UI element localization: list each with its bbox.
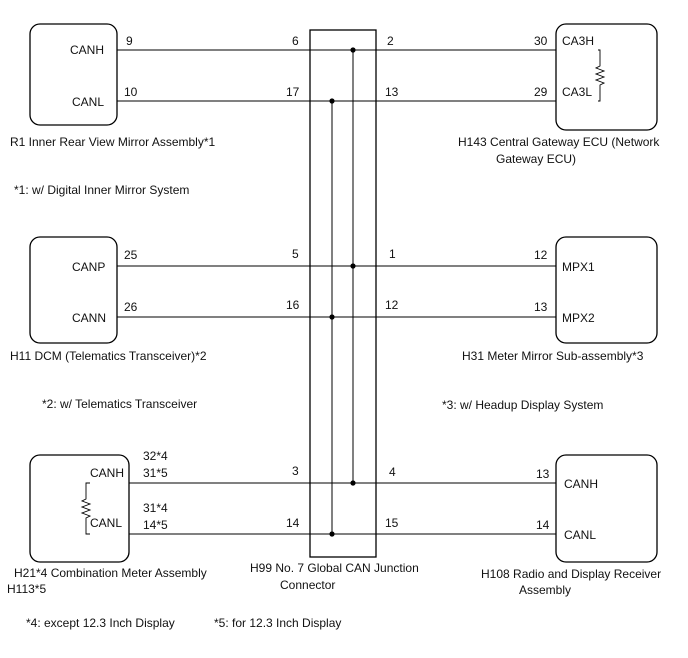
h99-pin-left: 5 — [292, 247, 299, 261]
h99-pin-right: 13 — [385, 85, 399, 99]
splice-dot — [350, 47, 356, 53]
h99-title-line2: Connector — [280, 578, 335, 592]
h21-num-b2: 14*5 — [143, 518, 168, 532]
splice-dot — [350, 263, 356, 269]
h21-num-b1: 31*4 — [143, 501, 168, 515]
note-2: *2: w/ Telematics Transceiver — [42, 397, 197, 411]
h99-pin-right: 2 — [387, 34, 394, 48]
r1-title: R1 Inner Rear View Mirror Assembly*1 — [10, 135, 216, 149]
h99-pin-left: 16 — [286, 298, 300, 312]
h108-pin-canl: CANL — [564, 528, 596, 542]
h99-pin-right: 4 — [389, 465, 396, 479]
h99-pin-right: 12 — [385, 298, 399, 312]
h21-termination-resistor — [80, 482, 92, 535]
h11-title: H11 DCM (Telematics Transceiver)*2 — [10, 349, 207, 363]
h143-pin-ca3l: CA3L — [562, 85, 592, 99]
h99-pin-left: 6 — [292, 34, 299, 48]
h11-pin-cann: CANN — [72, 311, 106, 325]
note-1: *1: w/ Digital Inner Mirror System — [14, 183, 189, 197]
h21-pin-canl: CANL — [90, 516, 122, 530]
splice-dot — [329, 98, 335, 104]
r1-num-9: 9 — [126, 34, 133, 48]
h99-pin-left: 17 — [286, 85, 300, 99]
h99-pin-left: 3 — [292, 464, 299, 478]
h31-pin-mpx2: MPX2 — [562, 311, 595, 325]
h108-pin-canh: CANH — [564, 477, 598, 491]
h11-num-25: 25 — [124, 248, 138, 262]
h21-num-a1: 32*4 — [143, 449, 168, 463]
h11-box — [29, 236, 118, 344]
h99-pin-left: 14 — [286, 516, 300, 530]
r1-pin-canh: CANH — [70, 43, 104, 57]
h11-num-26: 26 — [124, 300, 138, 314]
h21-num-a2: 31*5 — [143, 466, 168, 480]
h99-title-line1: H99 No. 7 Global CAN Junction — [250, 561, 419, 575]
h21-title-line2: H113*5 — [7, 582, 46, 596]
h31-num-12: 12 — [534, 248, 548, 262]
h143-termination-resistor — [594, 49, 606, 102]
h108-title-line1: H108 Radio and Display Receiver — [481, 567, 661, 581]
h108-num-14: 14 — [536, 518, 550, 532]
h21-pin-canh: CANH — [90, 466, 124, 480]
r1-pin-canl: CANL — [72, 95, 104, 109]
note-4: *4: except 12.3 Inch Display — [26, 616, 175, 630]
note-3: *3: w/ Headup Display System — [442, 398, 603, 412]
h143-pin-ca3h: CA3H — [562, 34, 594, 48]
h31-pin-mpx1: MPX1 — [562, 260, 595, 274]
h143-title-line2: Gateway ECU) — [496, 152, 576, 166]
junction-connector-box — [309, 29, 377, 558]
h143-title-line1: H143 Central Gateway ECU (Network — [458, 135, 660, 149]
h143-num-30: 30 — [534, 34, 548, 48]
h21-title-line1: H21*4 Combination Meter Assembly — [14, 566, 207, 580]
h108-box — [555, 454, 658, 563]
r1-num-10: 10 — [124, 85, 138, 99]
h31-box — [555, 236, 658, 344]
h99-pin-right: 15 — [385, 516, 399, 530]
h143-num-29: 29 — [534, 85, 548, 99]
splice-dot — [350, 480, 356, 486]
splice-dot — [329, 531, 335, 537]
h31-num-13: 13 — [534, 300, 548, 314]
r1-box — [29, 23, 118, 126]
h11-pin-canp: CANP — [72, 260, 105, 274]
h108-title-line2: Assembly — [519, 583, 571, 597]
h108-num-13: 13 — [536, 467, 550, 481]
h21-box — [29, 454, 130, 563]
splice-dot — [329, 314, 335, 320]
h31-title: H31 Meter Mirror Sub-assembly*3 — [462, 349, 644, 363]
h99-pin-right: 1 — [389, 247, 396, 261]
h143-box — [555, 23, 658, 131]
note-5: *5: for 12.3 Inch Display — [214, 616, 341, 630]
